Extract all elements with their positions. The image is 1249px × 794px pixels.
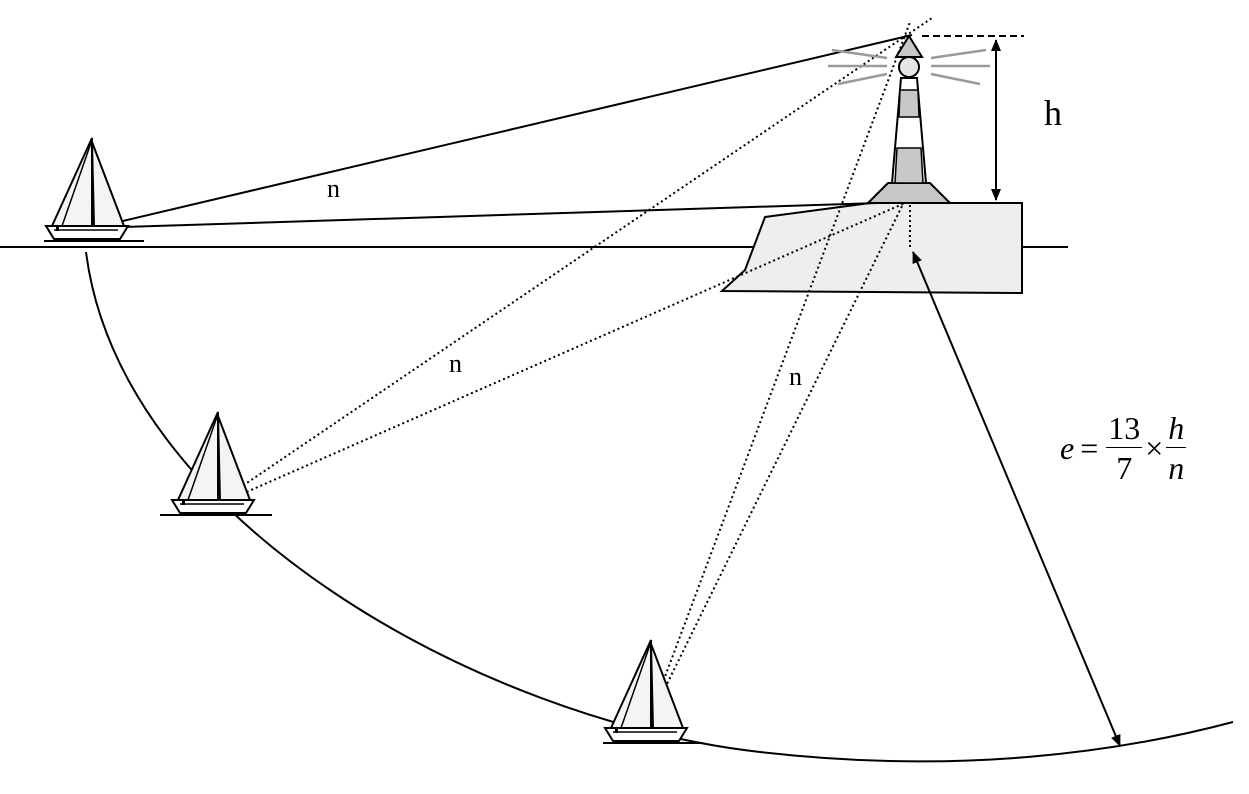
formula-lhs: e [1060,429,1075,466]
distance-arrow [912,251,1121,747]
label-n-bottom: n [789,362,802,391]
formula-frac2-numerator: h [1166,410,1187,448]
land-block [719,202,1023,295]
label-n-middle: n [449,349,462,378]
sight-line-top-to-lamp [92,34,913,229]
formula-frac1-denominator: 7 [1116,450,1133,486]
distance-formula: e = 13 7 × h n [1060,412,1188,484]
formula-fraction-13-7: 13 7 [1106,410,1143,486]
label-h: h [1044,93,1062,133]
dotted-line-middle-to-base [209,202,906,509]
formula-times: × [1145,429,1164,466]
dotted-line-bottom-to-base [664,199,906,689]
sailboat-bottom [603,639,703,744]
formula-equals: = [1080,429,1099,466]
sailboat-middle [160,411,272,516]
light-rays [828,48,990,86]
sight-line-top-to-base [92,202,879,229]
sailboat-top [44,137,144,242]
label-n-top: n [327,174,340,203]
dotted-line-middle-to-lamp [209,17,933,509]
formula-frac2-denominator: n [1168,450,1185,486]
dotted-line-bottom-to-lamp [659,21,911,691]
lighthouse [828,34,990,204]
formula-fraction-h-n: h n [1166,410,1187,486]
formula-frac1-numerator: 13 [1106,410,1143,448]
